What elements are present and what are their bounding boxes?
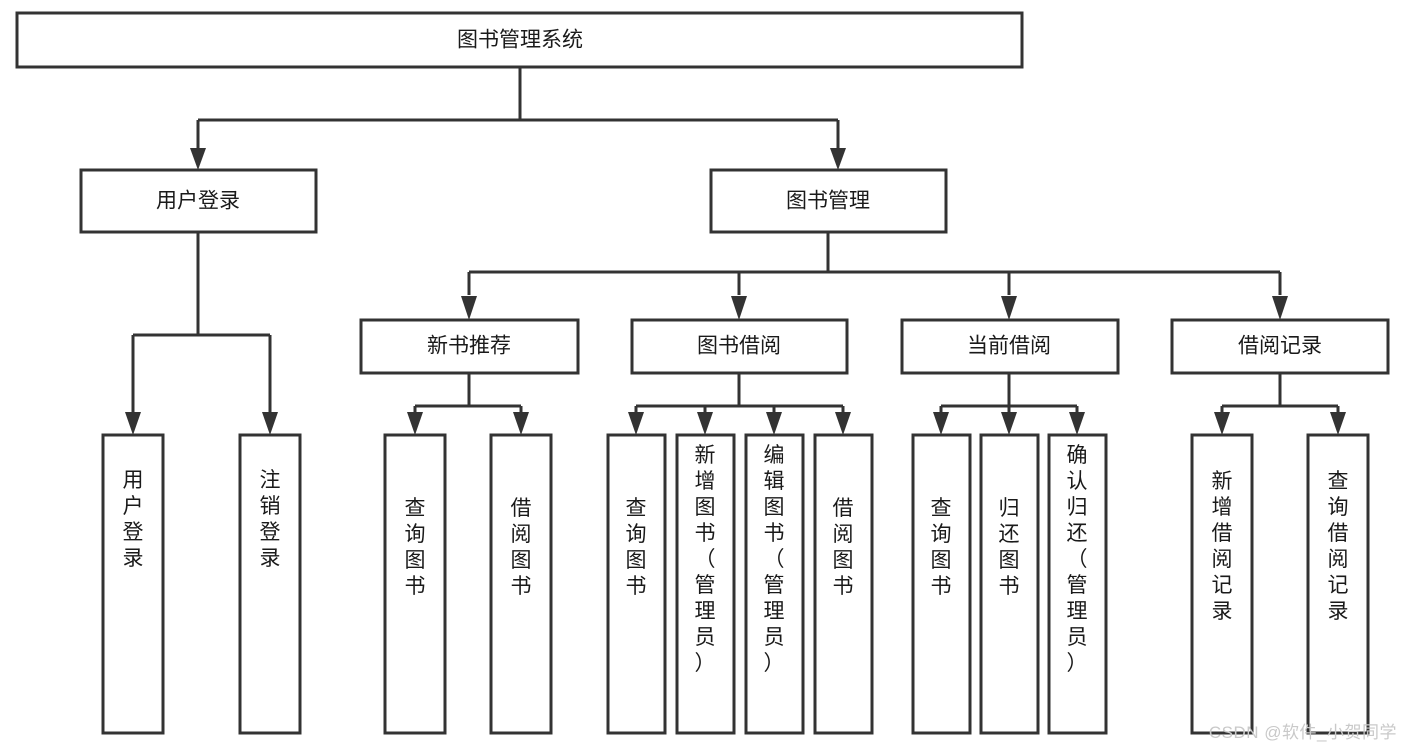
arrowhead-book-borrow bbox=[731, 296, 747, 320]
node-logout-do-box[interactable] bbox=[238, 433, 302, 735]
node-bb-borrow[interactable]: 借阅图书 bbox=[813, 433, 874, 735]
arrowhead-logout-do bbox=[262, 412, 278, 435]
node-cb-query-label: 查询图书 bbox=[931, 497, 952, 598]
node-br-add-box[interactable] bbox=[1190, 433, 1254, 735]
arrowhead-user-login bbox=[190, 148, 206, 170]
arrowhead-current-borrow bbox=[1001, 296, 1017, 320]
node-cb-confirm[interactable]: 确认归还（管理员） bbox=[1047, 433, 1108, 735]
arrowhead-rec-query bbox=[407, 412, 423, 435]
node-cb-return-label: 归还图书 bbox=[999, 497, 1020, 598]
node-book-manage[interactable]: 图书管理 bbox=[709, 168, 948, 234]
node-bb-edit-label: 编辑图书（管理员） bbox=[764, 444, 785, 675]
node-borrow-record-box[interactable] bbox=[1170, 318, 1390, 375]
node-rec-borrow-label: 借阅图书 bbox=[511, 497, 532, 598]
node-bb-add[interactable]: 新增图书（管理员） bbox=[675, 433, 736, 735]
node-new-book-rec-label: 新书推荐 bbox=[427, 335, 511, 358]
node-bb-edit-box[interactable] bbox=[744, 433, 805, 735]
node-rec-query[interactable]: 查询图书 bbox=[383, 433, 447, 735]
arrowhead-borrow-record bbox=[1272, 296, 1288, 320]
arrowhead-new-book-rec bbox=[461, 296, 477, 320]
node-rec-query-label: 查询图书 bbox=[405, 497, 426, 598]
node-user-login-label: 用户登录 bbox=[156, 190, 240, 213]
node-borrow-record-label: 借阅记录 bbox=[1238, 335, 1322, 358]
node-rec-borrow[interactable]: 借阅图书 bbox=[489, 433, 553, 735]
node-br-add-label: 新增借阅记录 bbox=[1212, 470, 1233, 623]
node-root-box[interactable] bbox=[15, 11, 1024, 69]
arrowhead-login-do bbox=[125, 412, 141, 435]
node-current-borrow[interactable]: 当前借阅 bbox=[900, 318, 1120, 375]
node-user-login[interactable]: 用户登录 bbox=[79, 168, 318, 234]
node-cb-confirm-label: 确认归还（管理员） bbox=[1067, 444, 1088, 675]
node-book-manage-label: 图书管理 bbox=[786, 190, 870, 213]
node-login-do-box[interactable] bbox=[101, 433, 165, 735]
node-book-borrow-label: 图书借阅 bbox=[697, 335, 781, 358]
node-br-query-label: 查询借阅记录 bbox=[1328, 470, 1349, 623]
node-logout-do-label: 注销登录 bbox=[260, 469, 281, 570]
node-root-label: 图书管理系统 bbox=[457, 29, 583, 52]
node-current-borrow-box[interactable] bbox=[900, 318, 1120, 375]
node-new-book-rec-box[interactable] bbox=[359, 318, 580, 375]
arrowhead-cb-return bbox=[1001, 412, 1017, 435]
node-borrow-record[interactable]: 借阅记录 bbox=[1170, 318, 1390, 375]
node-user-login-box[interactable] bbox=[79, 168, 318, 234]
node-new-book-rec[interactable]: 新书推荐 bbox=[359, 318, 580, 375]
node-bb-edit[interactable]: 编辑图书（管理员） bbox=[744, 433, 805, 735]
arrowhead-cb-confirm bbox=[1069, 412, 1085, 435]
arrowhead-book-manage bbox=[830, 148, 846, 170]
arrowhead-cb-query bbox=[933, 412, 949, 435]
arrowhead-br-query bbox=[1330, 412, 1346, 435]
node-cb-query-box[interactable] bbox=[911, 433, 972, 735]
arrowhead-bb-add bbox=[697, 412, 713, 435]
node-root[interactable]: 图书管理系统 bbox=[15, 11, 1024, 69]
node-current-borrow-label: 当前借阅 bbox=[967, 335, 1051, 358]
node-br-query-box[interactable] bbox=[1306, 433, 1370, 735]
node-login-do-label: 用户登录 bbox=[123, 469, 144, 570]
arrowhead-bb-borrow bbox=[835, 412, 851, 435]
node-bb-query-label: 查询图书 bbox=[626, 497, 647, 598]
node-cb-confirm-box[interactable] bbox=[1047, 433, 1108, 735]
node-bb-add-box[interactable] bbox=[675, 433, 736, 735]
node-rec-borrow-box[interactable] bbox=[489, 433, 553, 735]
node-book-borrow[interactable]: 图书借阅 bbox=[630, 318, 849, 375]
node-book-manage-box[interactable] bbox=[709, 168, 948, 234]
node-bb-borrow-label: 借阅图书 bbox=[833, 497, 854, 598]
arrowhead-br-add bbox=[1214, 412, 1230, 435]
node-bb-borrow-box[interactable] bbox=[813, 433, 874, 735]
arrowhead-rec-borrow bbox=[513, 412, 529, 435]
node-cb-return[interactable]: 归还图书 bbox=[979, 433, 1040, 735]
node-br-query[interactable]: 查询借阅记录 bbox=[1306, 433, 1370, 735]
arrowhead-bb-edit bbox=[766, 412, 782, 435]
node-bb-query-box[interactable] bbox=[606, 433, 667, 735]
node-bb-add-label: 新增图书（管理员） bbox=[695, 444, 716, 675]
connectors bbox=[125, 67, 1346, 435]
node-bb-query[interactable]: 查询图书 bbox=[606, 433, 667, 735]
node-br-add[interactable]: 新增借阅记录 bbox=[1190, 433, 1254, 735]
node-book-borrow-box[interactable] bbox=[630, 318, 849, 375]
node-cb-query[interactable]: 查询图书 bbox=[911, 433, 972, 735]
arrowhead-bb-query bbox=[628, 412, 644, 435]
node-cb-return-box[interactable] bbox=[979, 433, 1040, 735]
node-login-do[interactable]: 用户登录 bbox=[101, 433, 165, 735]
node-logout-do[interactable]: 注销登录 bbox=[238, 433, 302, 735]
node-rec-query-box[interactable] bbox=[383, 433, 447, 735]
